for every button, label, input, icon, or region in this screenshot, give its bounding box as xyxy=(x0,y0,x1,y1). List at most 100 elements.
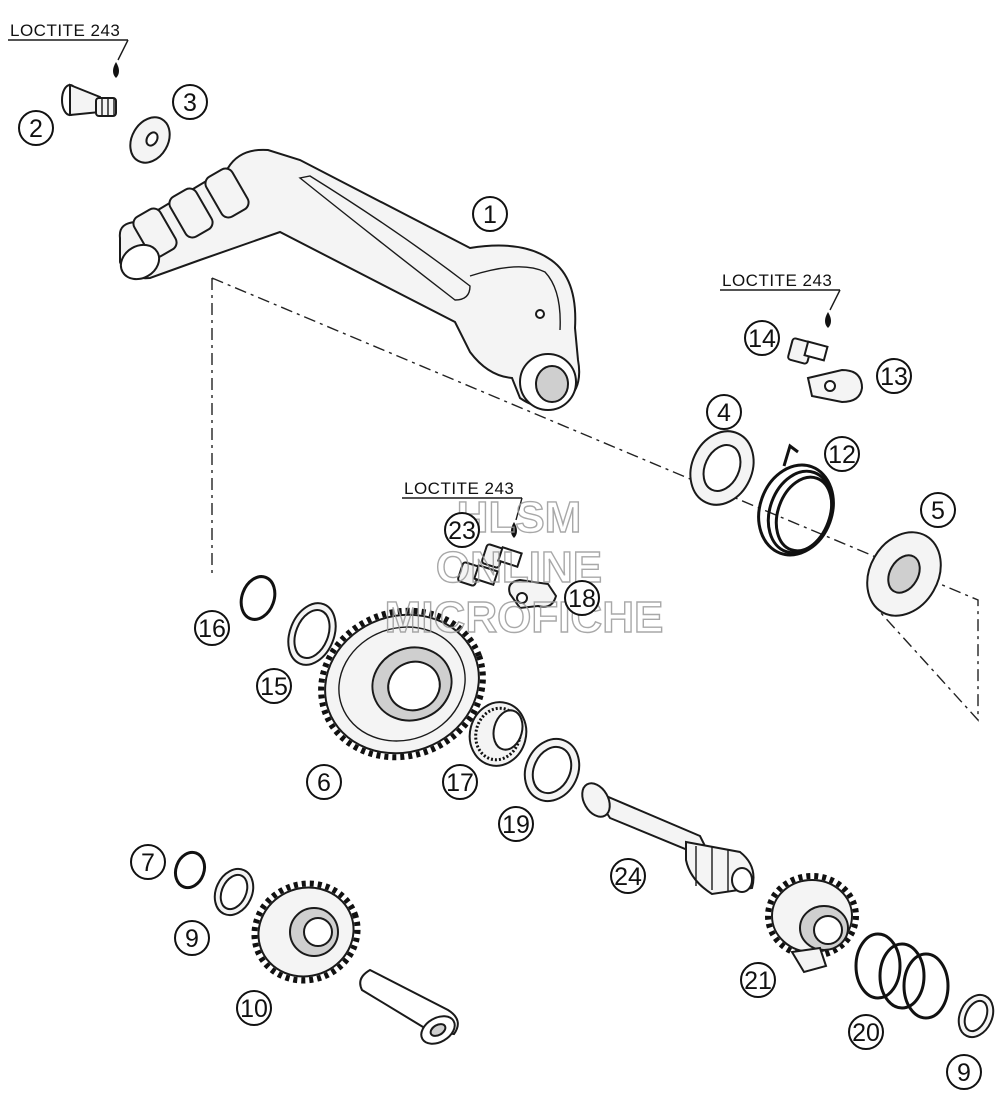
callout-number: 23 xyxy=(448,517,476,545)
watermark-line-3: MICROFICHE xyxy=(385,593,664,642)
callout-number: 3 xyxy=(183,89,197,117)
bolt-part-14 xyxy=(787,337,829,365)
callout-c16: 16 xyxy=(194,610,230,646)
adhesive-drop-icon xyxy=(825,312,831,328)
callout-number: 6 xyxy=(317,769,331,797)
adhesive-drop-icon xyxy=(113,62,119,78)
callout-c15: 15 xyxy=(256,668,292,704)
callout-ring xyxy=(18,110,54,146)
loctite-label-center: LOCTITE 243 xyxy=(402,479,523,538)
callout-number: 9 xyxy=(957,1059,971,1087)
callout-number: 18 xyxy=(568,585,596,613)
callout-ring xyxy=(564,580,600,616)
callout-ring xyxy=(920,492,956,528)
kickstart-lever-part xyxy=(118,148,581,411)
loctite-text: LOCTITE 243 xyxy=(10,21,120,40)
callout-c12: 12 xyxy=(824,436,860,472)
countersunk-screw-part xyxy=(61,83,117,117)
callout-ring xyxy=(306,764,342,800)
callout-number: 21 xyxy=(744,967,772,995)
callout-number: 7 xyxy=(141,849,155,877)
needle-bearing-part-17 xyxy=(468,701,528,767)
compression-spring-part-20 xyxy=(854,932,950,1020)
callout-number: 1 xyxy=(483,201,497,229)
callout-c9a: 9 xyxy=(174,920,210,956)
washer-part-19 xyxy=(523,737,581,803)
callout-ring xyxy=(498,806,534,842)
callout-ring xyxy=(472,196,508,232)
washer-part-3 xyxy=(129,116,171,164)
callout-c19: 19 xyxy=(498,806,534,842)
callout-c5: 5 xyxy=(920,492,956,528)
watermark: HLSM ONLINE MICROFICHE xyxy=(384,492,664,642)
callout-number: 12 xyxy=(828,441,856,469)
callout-number: 10 xyxy=(240,995,268,1023)
washer-part-15 xyxy=(287,602,337,666)
callout-c21: 21 xyxy=(740,962,776,998)
callout-c6: 6 xyxy=(306,764,342,800)
callout-ring xyxy=(744,320,780,356)
callout-c7: 7 xyxy=(130,844,166,880)
callout-number: 16 xyxy=(198,615,226,643)
callout-c14: 14 xyxy=(744,320,780,356)
circlip-part-7 xyxy=(173,850,207,890)
callout-c3: 3 xyxy=(172,84,208,120)
assembly-guide-line xyxy=(211,277,979,722)
circlip-part-16 xyxy=(239,575,277,621)
callout-c23: 23 xyxy=(444,512,480,548)
bolt-part-23 xyxy=(457,543,523,587)
stop-plate-part-18 xyxy=(508,578,558,610)
callout-c20: 20 xyxy=(848,1014,884,1050)
callout-c9b: 9 xyxy=(946,1054,982,1090)
loctite-text: LOCTITE 243 xyxy=(404,479,514,498)
kickstart-gear-part-6 xyxy=(318,607,486,761)
callout-c13: 13 xyxy=(876,358,912,394)
pin-part xyxy=(359,968,459,1045)
callout-number: 5 xyxy=(931,497,945,525)
loctite-text: LOCTITE 243 xyxy=(722,271,832,290)
callout-ring xyxy=(610,858,646,894)
callout-ring xyxy=(706,394,742,430)
callout-ring xyxy=(130,844,166,880)
callout-number: 17 xyxy=(446,769,474,797)
intermediate-gear-part-10 xyxy=(251,880,361,984)
callout-ring xyxy=(444,512,480,548)
callout-c17: 17 xyxy=(442,764,478,800)
callout-ring xyxy=(824,436,860,472)
callout-number: 24 xyxy=(614,863,642,891)
callout-ring xyxy=(172,84,208,120)
callout-c2: 2 xyxy=(18,110,54,146)
kickstart-shaft-part-24 xyxy=(581,782,755,896)
washer-part-9-right xyxy=(957,993,995,1039)
callout-c4: 4 xyxy=(706,394,742,430)
washer-part-9-left xyxy=(213,867,255,917)
callout-number: 15 xyxy=(260,673,288,701)
callout-number: 2 xyxy=(29,115,43,143)
loctite-label-right: LOCTITE 243 xyxy=(720,271,841,328)
callout-number: 20 xyxy=(852,1019,880,1047)
callout-ring xyxy=(194,610,230,646)
loctite-label-top-left: LOCTITE 243 xyxy=(8,21,129,78)
ratchet-gear-part-21 xyxy=(765,873,859,974)
washer-part-5 xyxy=(866,531,942,617)
callout-number: 9 xyxy=(185,925,199,953)
callout-number: 19 xyxy=(502,811,530,839)
callout-number: 4 xyxy=(717,399,731,427)
callout-c1: 1 xyxy=(472,196,508,232)
callout-c24: 24 xyxy=(610,858,646,894)
callout-c18: 18 xyxy=(564,580,600,616)
callout-ring xyxy=(442,764,478,800)
callout-c10: 10 xyxy=(236,990,272,1026)
callout-ring xyxy=(256,668,292,704)
callout-ring xyxy=(876,358,912,394)
callout-ring xyxy=(848,1014,884,1050)
callout-number: 13 xyxy=(880,363,908,391)
callout-ring xyxy=(236,990,272,1026)
callout-ring xyxy=(946,1054,982,1090)
bracket-part-13 xyxy=(806,368,864,404)
torsion-spring-part-12 xyxy=(757,443,835,557)
callout-ring xyxy=(740,962,776,998)
callout-number: 14 xyxy=(748,325,776,353)
